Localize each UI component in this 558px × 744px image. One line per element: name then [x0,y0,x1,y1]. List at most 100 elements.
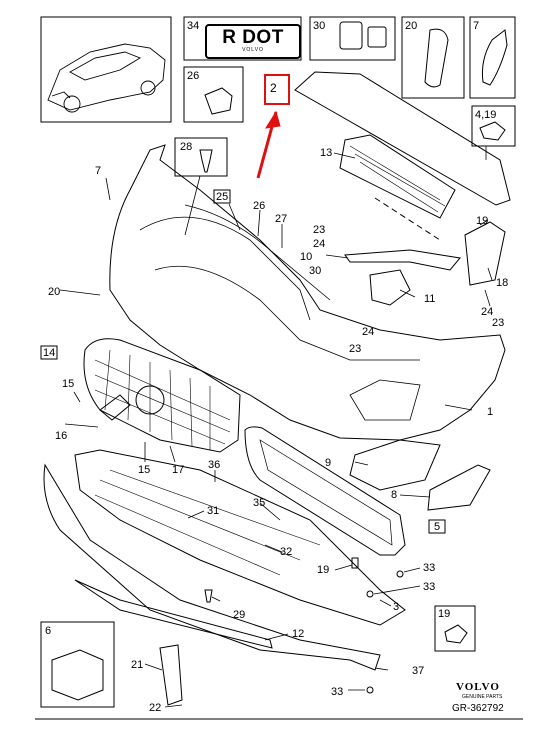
callout-1: 1 [487,406,494,418]
highlight-box [264,74,290,105]
callout-25: 25 [216,191,229,203]
callout-6: 6 [45,625,52,637]
callout-29: 29 [233,609,246,621]
callout-8: 8 [391,489,398,501]
callout-10: 10 [300,251,313,263]
document-reference: GR-362792 [452,703,504,714]
bracket-10 [344,249,461,271]
front-grille-14 [83,338,241,453]
callout-33c: 33 [331,686,344,698]
cover-7 [481,29,508,86]
plate-box [183,16,302,61]
car-icon [47,43,166,113]
package-6 [51,649,104,701]
lower-grille-32 [74,449,406,626]
box-6 [40,621,115,708]
callout-31: 31 [207,505,220,517]
box-20 [401,16,465,99]
callout-11: 11 [424,293,436,305]
callout-13: 13 [320,147,333,159]
strip-12 [74,579,273,649]
box-7 [469,16,516,99]
label-box-14 [40,345,58,360]
spoiler-37 [43,463,381,671]
callout-24a: 24 [313,238,326,250]
plate-sub: VOLVO [242,47,264,53]
callout-15a: 15 [62,378,75,390]
lower-frame-5 [244,426,406,556]
callout-23b: 23 [349,343,362,355]
clip-19 [351,557,359,569]
mesh-13 [339,134,456,219]
clip-4-19 [479,121,506,141]
callout-33b: 33 [423,581,436,593]
callout-16: 16 [55,430,68,442]
callout-23c: 23 [492,317,505,329]
callout-20b: 20 [48,286,61,298]
callout-12: 12 [292,628,305,640]
box-30 [309,16,396,61]
clip-29 [204,589,213,603]
fog-opening [349,379,421,421]
callout-24b: 24 [481,306,494,318]
bracket-11 [369,269,411,306]
callout-19c: 19 [438,608,451,620]
callout-30: 30 [313,20,326,32]
callout-27: 27 [275,213,288,225]
bezel-9 [349,439,441,491]
bumper-cover-1 [109,144,506,441]
callout-32: 32 [280,546,293,558]
callout-18: 18 [496,277,509,289]
highlight-arrow-head [265,110,281,129]
brand-sub: GENUINE PARTS [462,694,503,700]
pin-28 [199,149,213,173]
label-box-25 [213,189,231,204]
callout-17: 17 [172,464,185,476]
bracket-21 [159,644,183,706]
callout-19b: 19 [317,564,330,576]
callout-26: 26 [187,70,200,82]
bracket-20 [99,394,131,421]
callout-3: 3 [393,601,400,613]
callout-23a: 23 [313,224,326,236]
callout-7: 7 [473,20,480,32]
car-inset-frame [40,16,172,123]
callout-35: 35 [253,497,266,509]
callout-14: 14 [43,347,56,359]
strip-20 [424,28,449,88]
callout-37: 37 [412,665,425,677]
brand-logo: VOLVO [456,681,500,693]
callout-28: 28 [180,141,193,153]
upper-grille-2 [294,71,511,206]
box-28 [174,137,228,177]
clip-30-b [367,26,387,48]
callout-22: 22 [149,702,162,714]
clip-26 [204,87,233,115]
callout-33a: 33 [423,562,436,574]
clip-30-a [339,21,363,50]
callout-24c: 24 [362,326,375,338]
callout-15b: 15 [138,464,151,476]
label-box-5 [428,519,446,534]
callout-36: 36 [208,459,221,471]
callout-19a: 19 [476,215,489,227]
callout-21: 21 [131,659,144,671]
plate-text: R DOT [222,27,284,48]
callout-34: 34 [187,20,200,32]
box-19 [434,605,476,652]
leader-lines [59,146,493,708]
callout-5: 5 [434,521,441,533]
callout-20: 20 [405,20,418,32]
license-plate: R DOT VOLVO [205,24,301,59]
callout-2: 2 [270,81,277,95]
box-26 [183,66,244,123]
callout-30b: 30 [309,265,322,277]
bracket-18 [464,221,506,286]
callout-9: 9 [325,457,332,469]
callout-7b: 7 [95,165,102,177]
cover-8 [427,464,491,511]
callout-26b: 26 [253,200,266,212]
callout-4-19: 4,19 [475,109,497,121]
